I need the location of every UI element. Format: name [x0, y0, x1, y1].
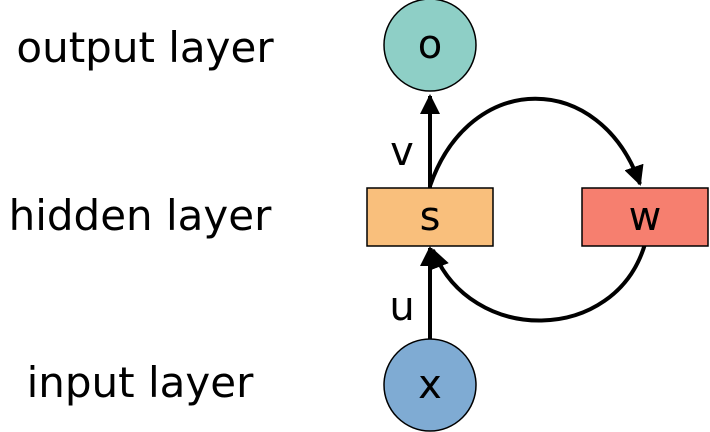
node-w: w — [581, 187, 709, 247]
hidden-layer-label: hidden layer — [9, 191, 273, 240]
node-o: o — [383, 0, 477, 92]
node-w-box — [581, 187, 709, 247]
node-x-label: x — [418, 362, 442, 408]
edge-w-to-s — [430, 243, 647, 323]
node-s-box — [366, 187, 494, 247]
edge-label-u: u — [389, 284, 414, 330]
node-w-label: w — [629, 194, 662, 240]
node-o-label: o — [418, 22, 442, 68]
node-o-circle — [383, 0, 477, 92]
input-layer-label: input layer — [27, 358, 254, 407]
edge-s-to-w — [428, 96, 644, 187]
edge-label-v: v — [390, 129, 414, 175]
output-layer-label: output layer — [16, 23, 274, 72]
node-s: s — [366, 187, 494, 247]
node-x: x — [383, 338, 477, 432]
node-x-circle — [383, 338, 477, 432]
node-s-label: s — [420, 194, 441, 240]
